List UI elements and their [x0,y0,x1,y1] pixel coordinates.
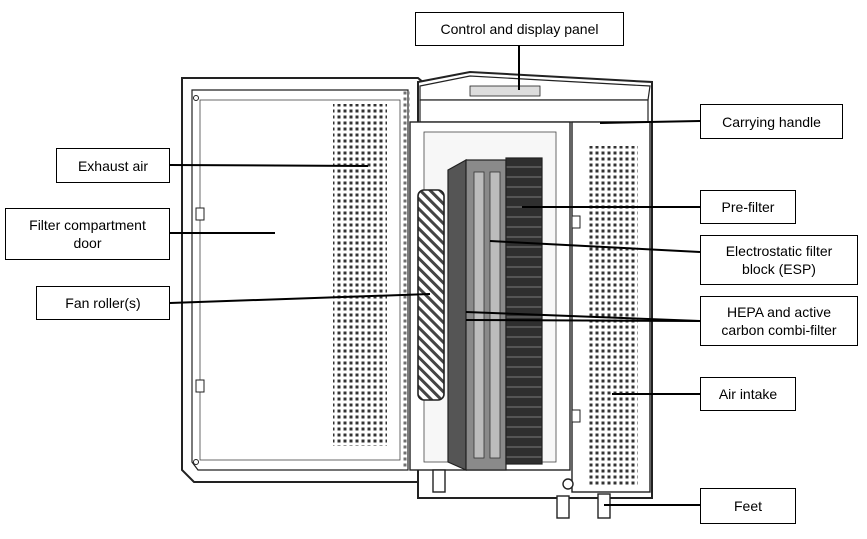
control-panel-label: Control and display panel [415,12,624,46]
filter-door-label: Filter compartment door [5,208,170,260]
carrying-handle-label: Carrying handle [700,104,843,139]
pre-filter-label: Pre-filter [700,190,796,224]
air-intake-label: Air intake [700,377,796,411]
fan-rollers-leader [169,293,431,304]
leader-lines [169,46,701,506]
filter-compartment-door-drawing [181,77,431,483]
exhaust-air-leader [169,164,369,167]
hepa-leader-2 [465,319,701,322]
filter-stack-drawing [447,157,543,471]
esp-label: Electrostatic filter block (ESP) [700,235,858,285]
exhaust-air-label: Exhaust air [56,148,170,183]
hepa-leader-1 [465,311,701,322]
fan-rollers-label: Fan roller(s) [36,286,170,320]
hepa-label: HEPA and active carbon combi-filter [700,296,858,346]
esp-leader [489,240,701,253]
feet-label: Feet [700,488,796,524]
carrying-handle-leader [599,120,701,124]
